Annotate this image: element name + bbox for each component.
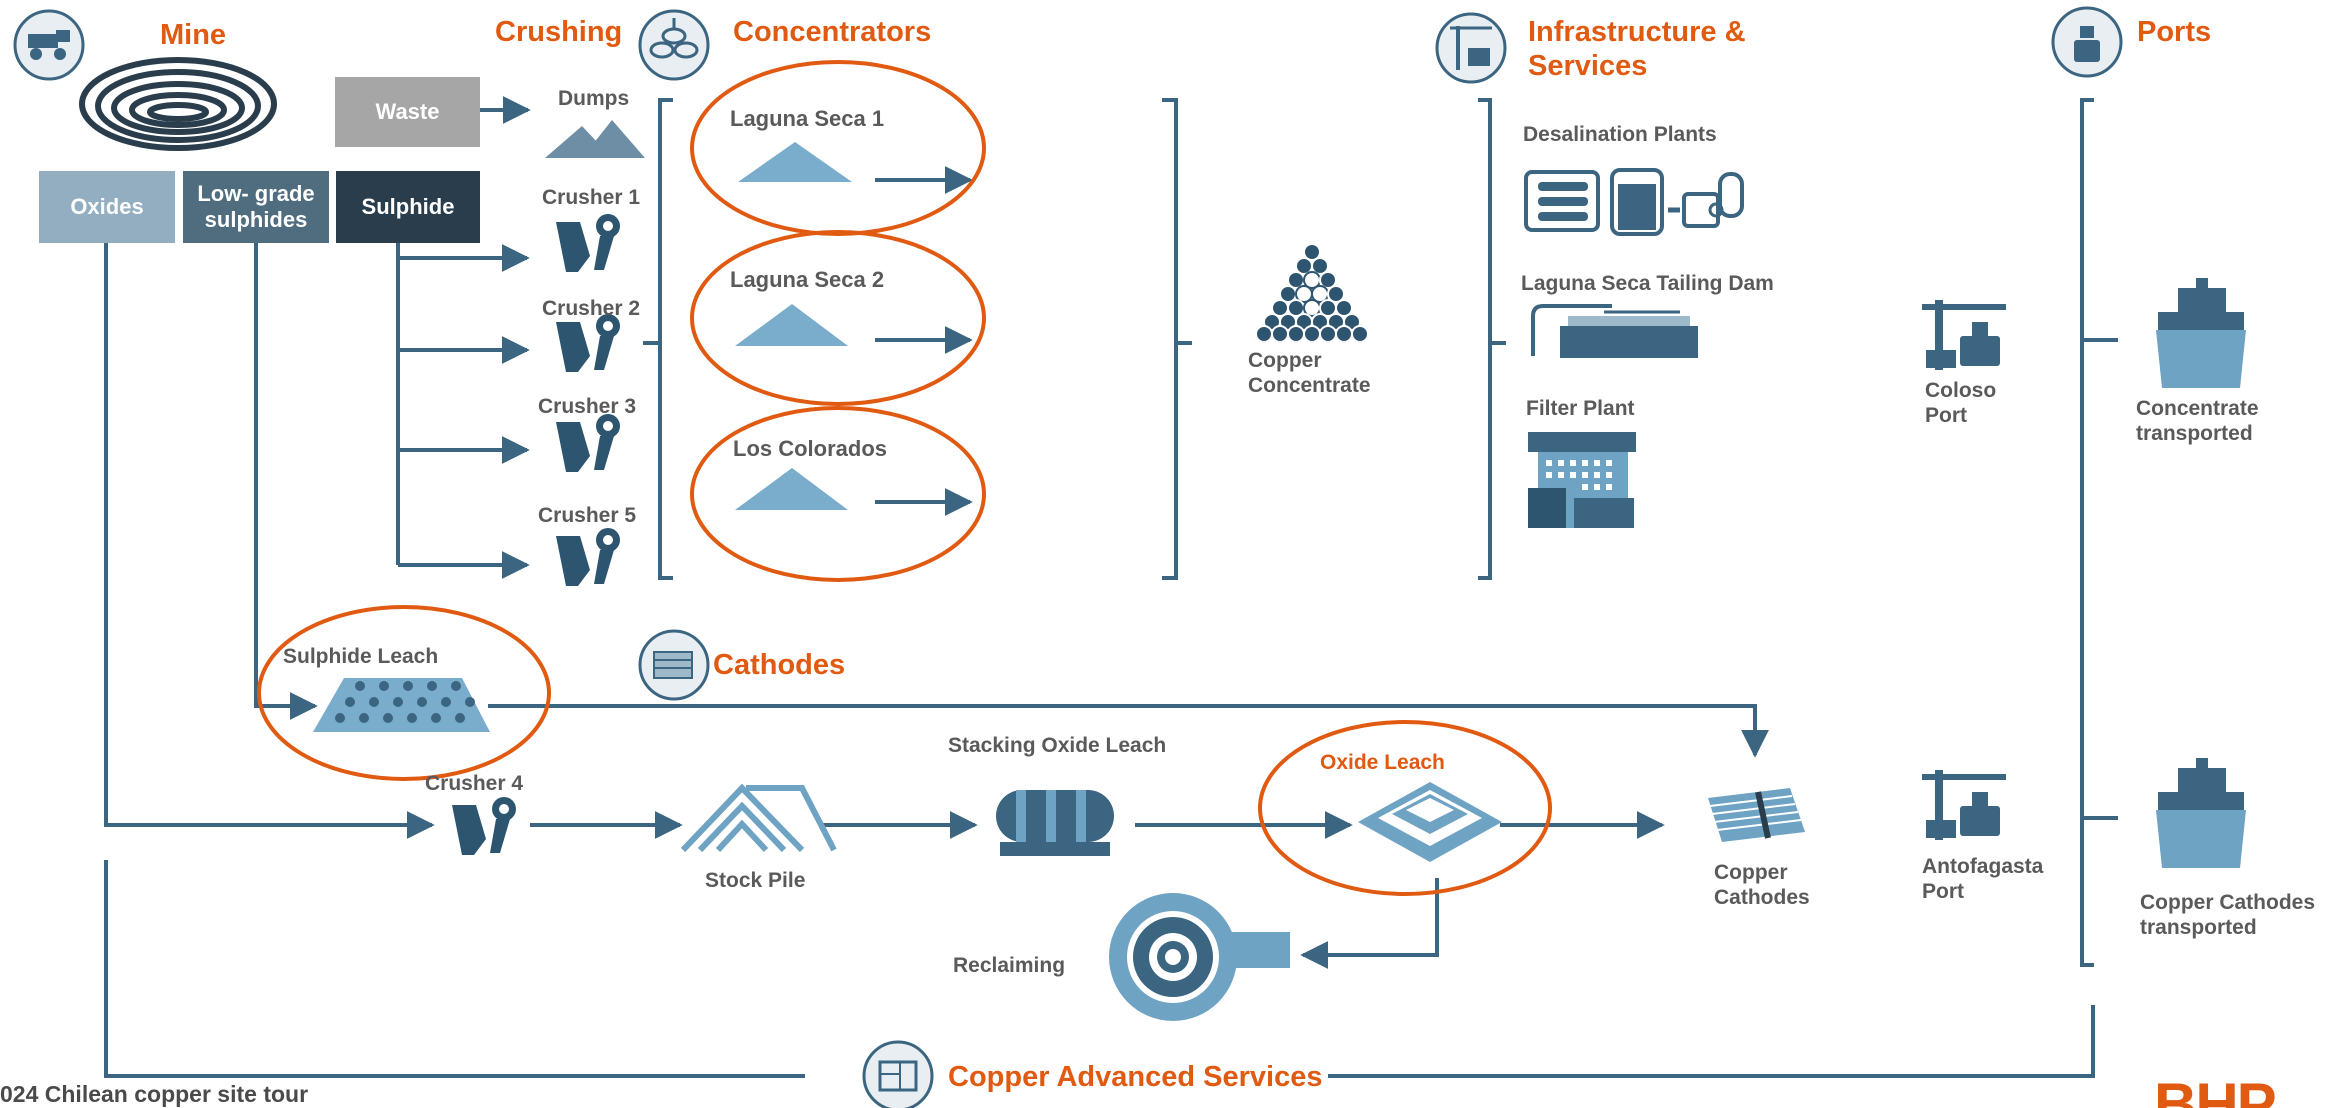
bracket-infrastructure <box>1478 98 1492 580</box>
desalination-label: Desalination Plants <box>1523 123 1717 146</box>
filter-plant-icon <box>1528 432 1636 528</box>
sulphide-leach-pile-icon <box>313 678 490 732</box>
crusher-icon <box>556 414 620 472</box>
section-title-concentrators: Concentrators <box>733 16 932 48</box>
coloso-port-label: Coloso Port <box>1925 379 1997 427</box>
bracket-concentrators <box>1162 98 1178 580</box>
concentrator-piles <box>735 142 852 510</box>
highlight-ellipses <box>257 60 1552 896</box>
ports-icon <box>2051 6 2123 78</box>
crusher2-label: Crusher 2 <box>542 297 641 320</box>
dumps-icon <box>545 120 645 158</box>
line-sulphide-leach-cathodes <box>488 704 1769 758</box>
cathodes-transported-label: Copper Cathodes transported <box>2140 891 2316 939</box>
section-title-cathodes: Cathodes <box>713 649 846 681</box>
crusher4-label: Crusher 4 <box>425 772 524 795</box>
stacking-oxide-leach-label: Stacking Oxide Leach <box>948 734 1167 757</box>
footer-caption: 024 Chilean copper site tour <box>0 1081 309 1107</box>
crusher-icon <box>452 797 516 855</box>
waste-box: Waste <box>335 77 480 147</box>
desalination-plant-icon <box>1524 168 1744 236</box>
concentrate-transported-label: Concentrate transported <box>2136 397 2259 445</box>
copper-cathodes-label: Copper Cathodes <box>1714 861 1810 909</box>
section-title-infrastructure: Infrastructure & Services <box>1528 16 1746 82</box>
crane-ship-icon <box>1922 300 2006 370</box>
advanced-services-icon <box>862 1040 934 1108</box>
highlight-los-colorados <box>690 406 986 582</box>
crusher-icon <box>556 528 620 586</box>
flow-lines <box>104 96 2118 1078</box>
sulphide-leach-label: Sulphide Leach <box>283 645 439 668</box>
ship-icon <box>2156 758 2246 868</box>
crusher5-label: Crusher 5 <box>538 504 637 527</box>
section-title-copper-advanced-services: Copper Advanced Services <box>948 1061 1323 1093</box>
laguna-seca-2-label: Laguna Seca 2 <box>730 267 885 292</box>
cathodes-section-icon <box>638 629 710 701</box>
crusher-icons <box>452 214 620 855</box>
haul-truck-icon <box>13 9 85 81</box>
crusher3-label: Crusher 3 <box>538 395 637 418</box>
crusher-icon <box>556 214 620 272</box>
oxide-leach-label: Oxide Leach <box>1320 751 1445 774</box>
copper-concentrate-label: Copper Concentrate <box>1248 349 1371 397</box>
low-grade-sulphides-box: Low- grade sulphides <box>183 171 329 243</box>
crusher-icon <box>556 314 620 372</box>
bracket-ports <box>2080 98 2094 967</box>
tailing-dam-label: Laguna Seca Tailing Dam <box>1521 272 1774 295</box>
infrastructure-icon <box>1435 12 1507 84</box>
brand-logo: BHP <box>2154 1071 2277 1108</box>
reclaiming-label: Reclaiming <box>953 954 1066 977</box>
highlight-oxide-leach <box>1258 720 1552 896</box>
pile-icon <box>738 142 852 182</box>
sulphide-box: Sulphide <box>336 171 480 243</box>
open-pit-icon <box>79 57 277 151</box>
los-colorados-label: Los Colorados <box>733 436 888 461</box>
oxide-leach-pile-icon <box>1358 782 1502 862</box>
bracket-crushing <box>658 98 673 580</box>
line-cas-left <box>104 860 805 1078</box>
highlight-laguna-seca-1 <box>690 60 986 236</box>
pile-icon <box>735 304 848 346</box>
filter-plant-label: Filter Plant <box>1526 397 1635 420</box>
stock-pile-label: Stock Pile <box>705 869 806 892</box>
pile-icon <box>735 468 848 510</box>
antofagasta-port-label: Antofagasta Port <box>1922 855 2044 903</box>
ship-icon <box>2156 278 2246 388</box>
line-low-grade <box>254 240 318 720</box>
section-title-ports: Ports <box>2137 16 2212 48</box>
concentrator-icon <box>638 9 710 81</box>
stock-pile-icon <box>680 783 837 853</box>
leach-tank-icon <box>996 790 1114 856</box>
highlight-sulphide-leach <box>257 605 551 781</box>
tailing-dam-icon <box>1531 304 1698 358</box>
oxides-box: Oxides <box>39 171 175 243</box>
laguna-seca-1-label: Laguna Seca 1 <box>730 106 885 131</box>
copper-concentrate-pile-icon <box>1255 243 1369 343</box>
line-oxides <box>104 240 435 839</box>
crusher1-label: Crusher 1 <box>542 186 641 209</box>
crane-ship-icon <box>1922 770 2006 840</box>
line-cas-right <box>1328 1005 2095 1078</box>
reclaimer-wheel-icon <box>1109 893 1290 1021</box>
section-title-crushing: Crushing <box>495 16 623 48</box>
line-oxide-leach-reclaim <box>1300 878 1439 969</box>
cathode-stack-icon <box>1708 788 1805 842</box>
section-title-mine: Mine <box>160 19 227 51</box>
highlight-laguna-seca-2 <box>690 230 986 406</box>
dumps-label: Dumps <box>558 87 630 110</box>
